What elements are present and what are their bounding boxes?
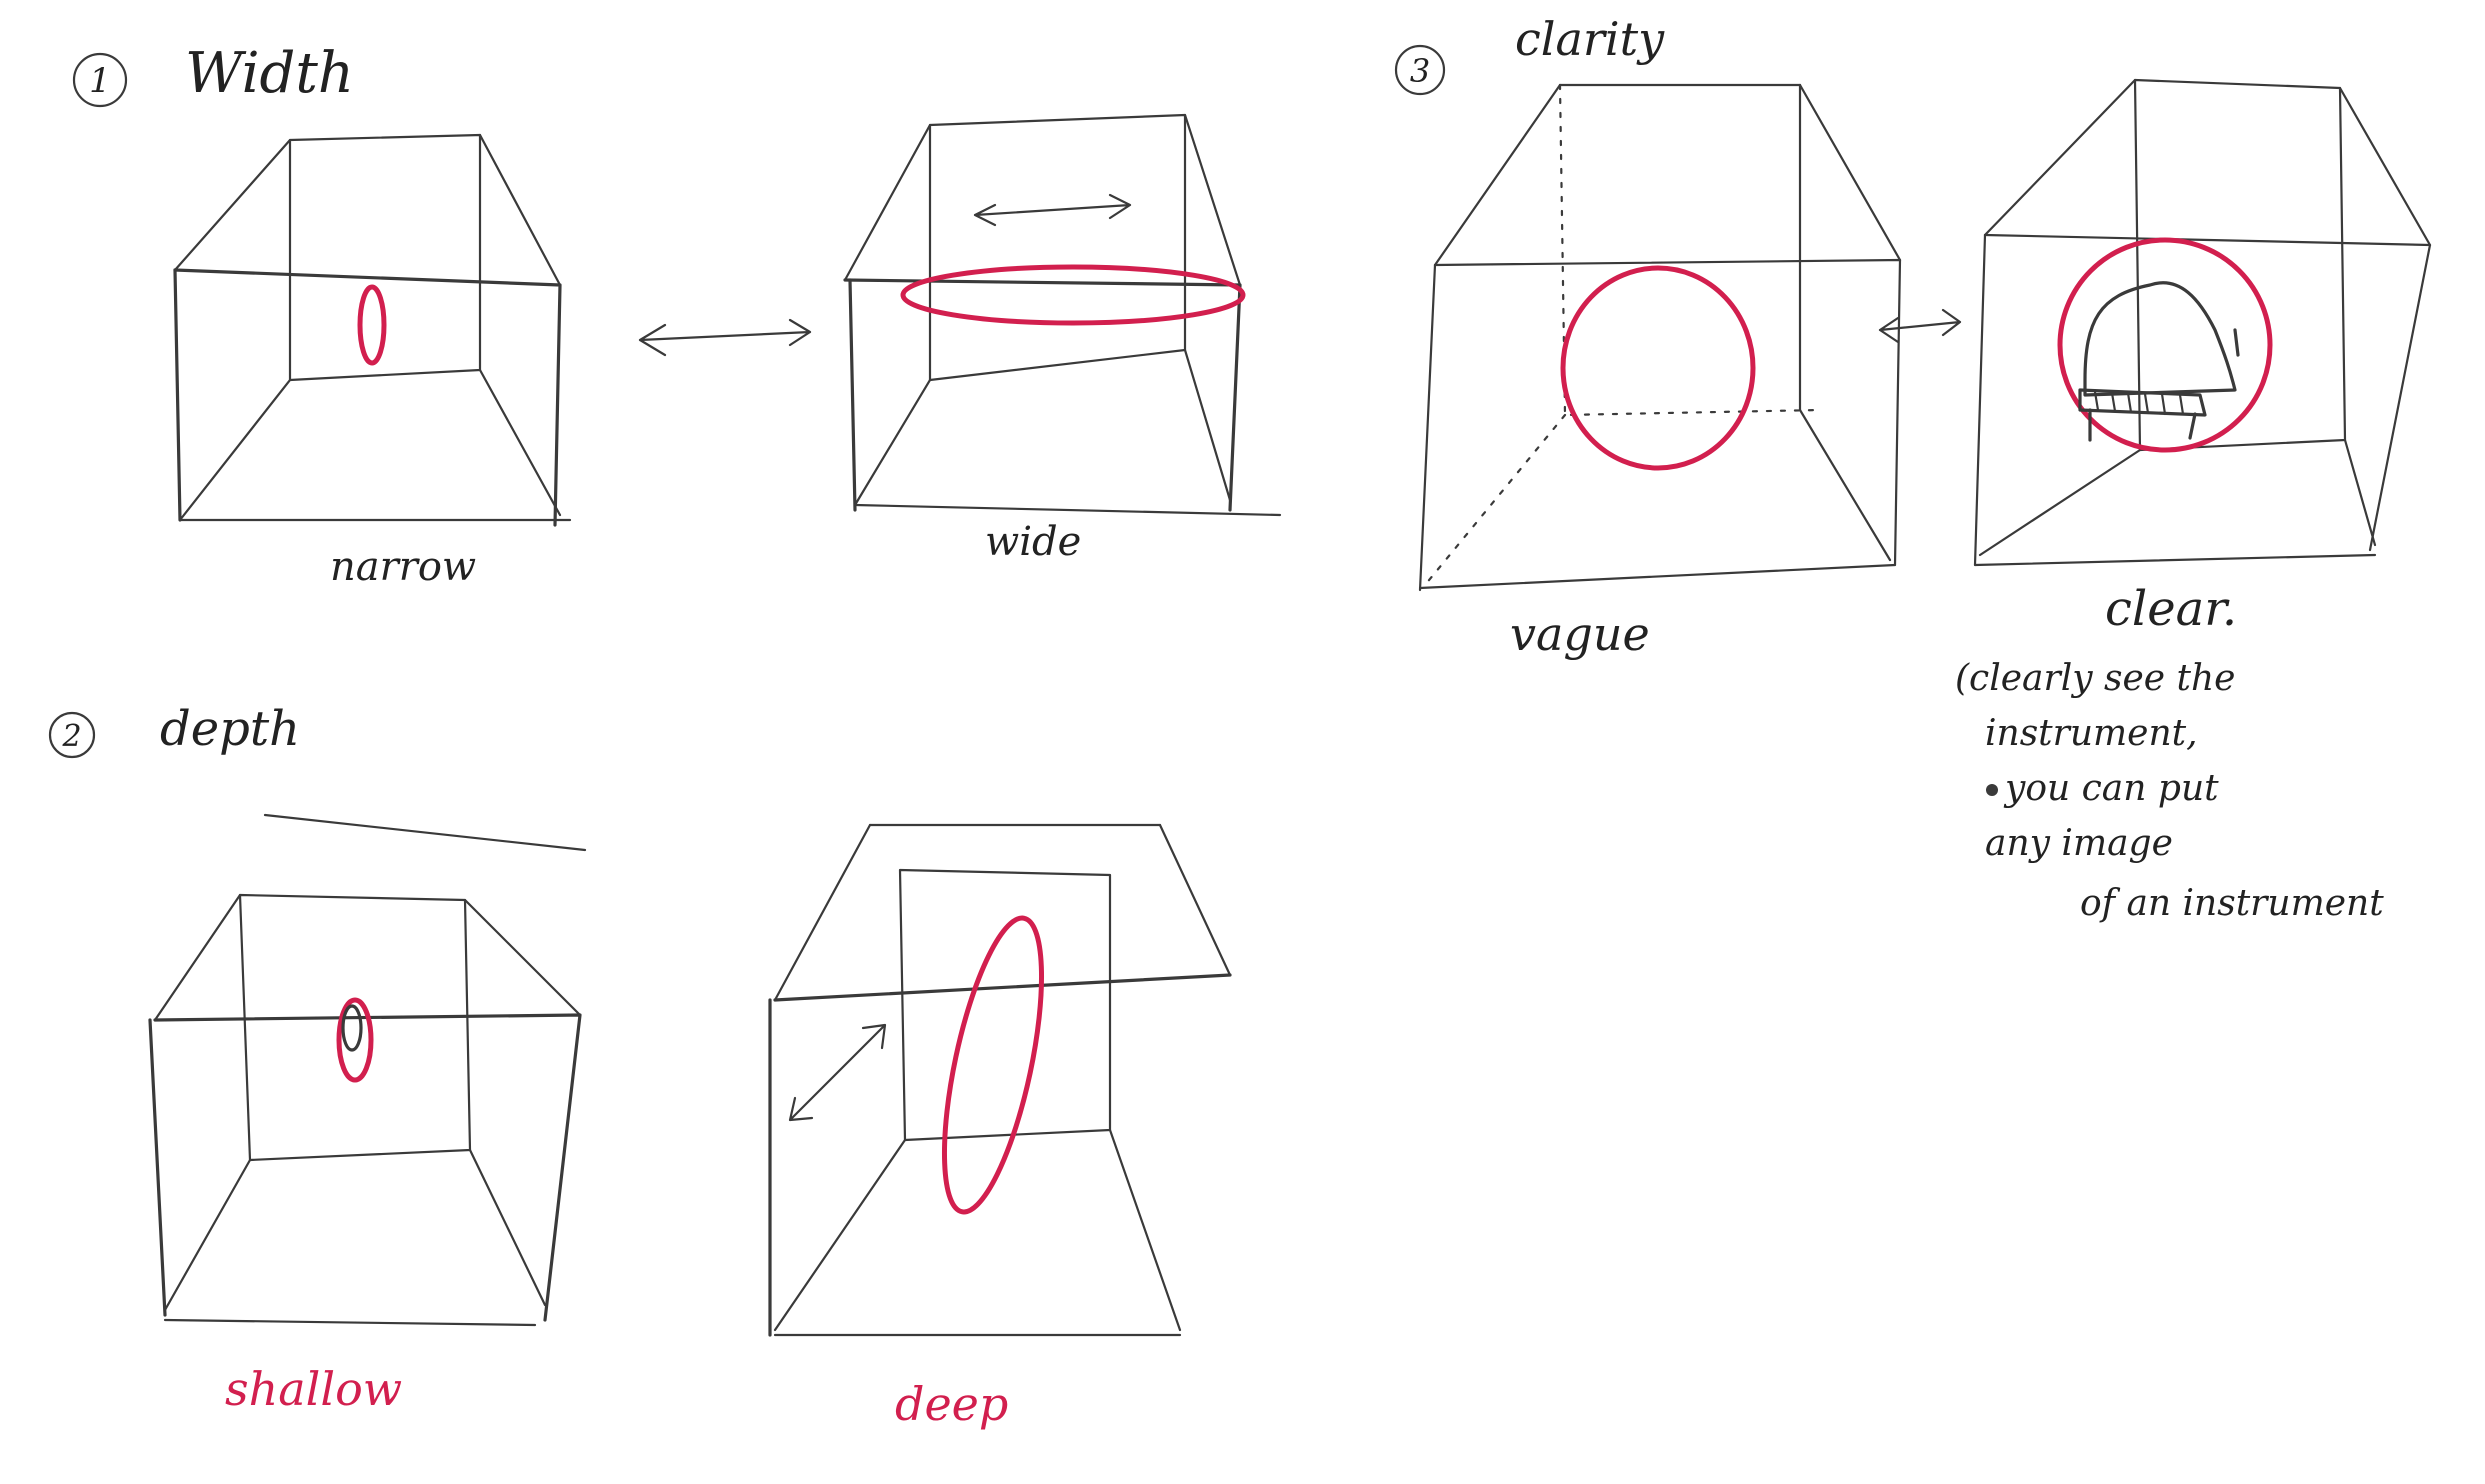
note-line: (clearly see the xyxy=(1955,658,2235,699)
section-number-circle xyxy=(72,52,128,108)
box-back-face xyxy=(928,113,1187,382)
section-title: Width xyxy=(185,41,354,106)
grand-piano-icon xyxy=(2078,281,2240,442)
section-number-circle xyxy=(48,711,96,759)
box-left-edge xyxy=(1418,263,1437,592)
label-shallow: shallow xyxy=(225,1362,402,1416)
sound-image-shallow xyxy=(336,997,374,1083)
box-floor-edge xyxy=(853,503,1282,517)
box-front-edge xyxy=(773,973,1232,1002)
box-diagonals xyxy=(153,893,582,1312)
sound-image-clear xyxy=(2057,237,2273,453)
box-front-edge xyxy=(173,268,562,527)
box-diagonals xyxy=(173,133,562,522)
label-clear: clear. xyxy=(2105,581,2237,637)
box-left-edge xyxy=(1973,233,1987,567)
shallow-box xyxy=(148,813,587,1327)
note-line: you can put xyxy=(2003,768,2219,809)
section-number: 1 xyxy=(89,61,111,101)
box-top-edge xyxy=(263,813,587,852)
label-narrow: narrow xyxy=(330,544,476,590)
section-clarity: 3 clarity xyxy=(1394,12,2432,924)
section-title: depth xyxy=(160,701,300,757)
double-arrow-icon xyxy=(973,193,1132,227)
deep-box xyxy=(768,823,1232,1337)
wide-box xyxy=(843,113,1282,517)
double-arrow-icon xyxy=(1878,308,1962,344)
section-number: 2 xyxy=(61,719,81,754)
double-arrow-icon xyxy=(638,318,812,357)
bullet-dot xyxy=(1986,784,1998,796)
box-left-edge xyxy=(173,268,182,522)
label-deep: deep xyxy=(895,1377,1008,1431)
note-line: any image xyxy=(1985,823,2173,864)
note-line: of an instrument xyxy=(2080,883,2384,924)
sound-image-deep xyxy=(941,915,1045,1215)
section-number-circle xyxy=(1394,44,1446,96)
box-back-face xyxy=(898,868,1112,1142)
sound-image-vague xyxy=(1560,265,1756,471)
box-floor-edge xyxy=(1973,553,2377,567)
label-vague: vague xyxy=(1510,607,1650,661)
section-width: 1 Width narrow wide xyxy=(72,41,1282,590)
section-depth: 2 depth shallow deep xyxy=(48,701,1232,1431)
box-front-edge xyxy=(1433,258,1902,567)
box-diagonals xyxy=(773,823,1232,1332)
double-arrow-icon xyxy=(788,1023,887,1122)
label-wide: wide xyxy=(985,519,1081,565)
box-floor-edge xyxy=(163,1318,537,1327)
sound-image-wide xyxy=(900,264,1246,326)
box-diagonals xyxy=(843,113,1242,507)
section-number: 3 xyxy=(1410,52,1430,90)
sound-image-core xyxy=(341,1004,363,1052)
box-diagonals xyxy=(1433,83,1902,562)
box-back-face xyxy=(238,893,472,1162)
box-left-edge xyxy=(848,278,857,512)
section-title: clarity xyxy=(1515,12,1665,66)
vague-box xyxy=(1418,83,1902,592)
clear-box xyxy=(1973,78,2432,567)
note-line: instrument, xyxy=(1985,713,2198,754)
box-floor-edge xyxy=(1418,563,1897,590)
narrow-box xyxy=(173,133,572,527)
box-left-edge xyxy=(148,1018,167,1317)
clarity-note: (clearly see the instrument, you can put… xyxy=(1955,658,2384,924)
box-back-face-dotted xyxy=(1558,83,1822,417)
box-diagonal-dotted xyxy=(1423,413,1567,587)
box-diagonals xyxy=(1978,78,2432,557)
sound-image-narrow xyxy=(357,284,387,366)
